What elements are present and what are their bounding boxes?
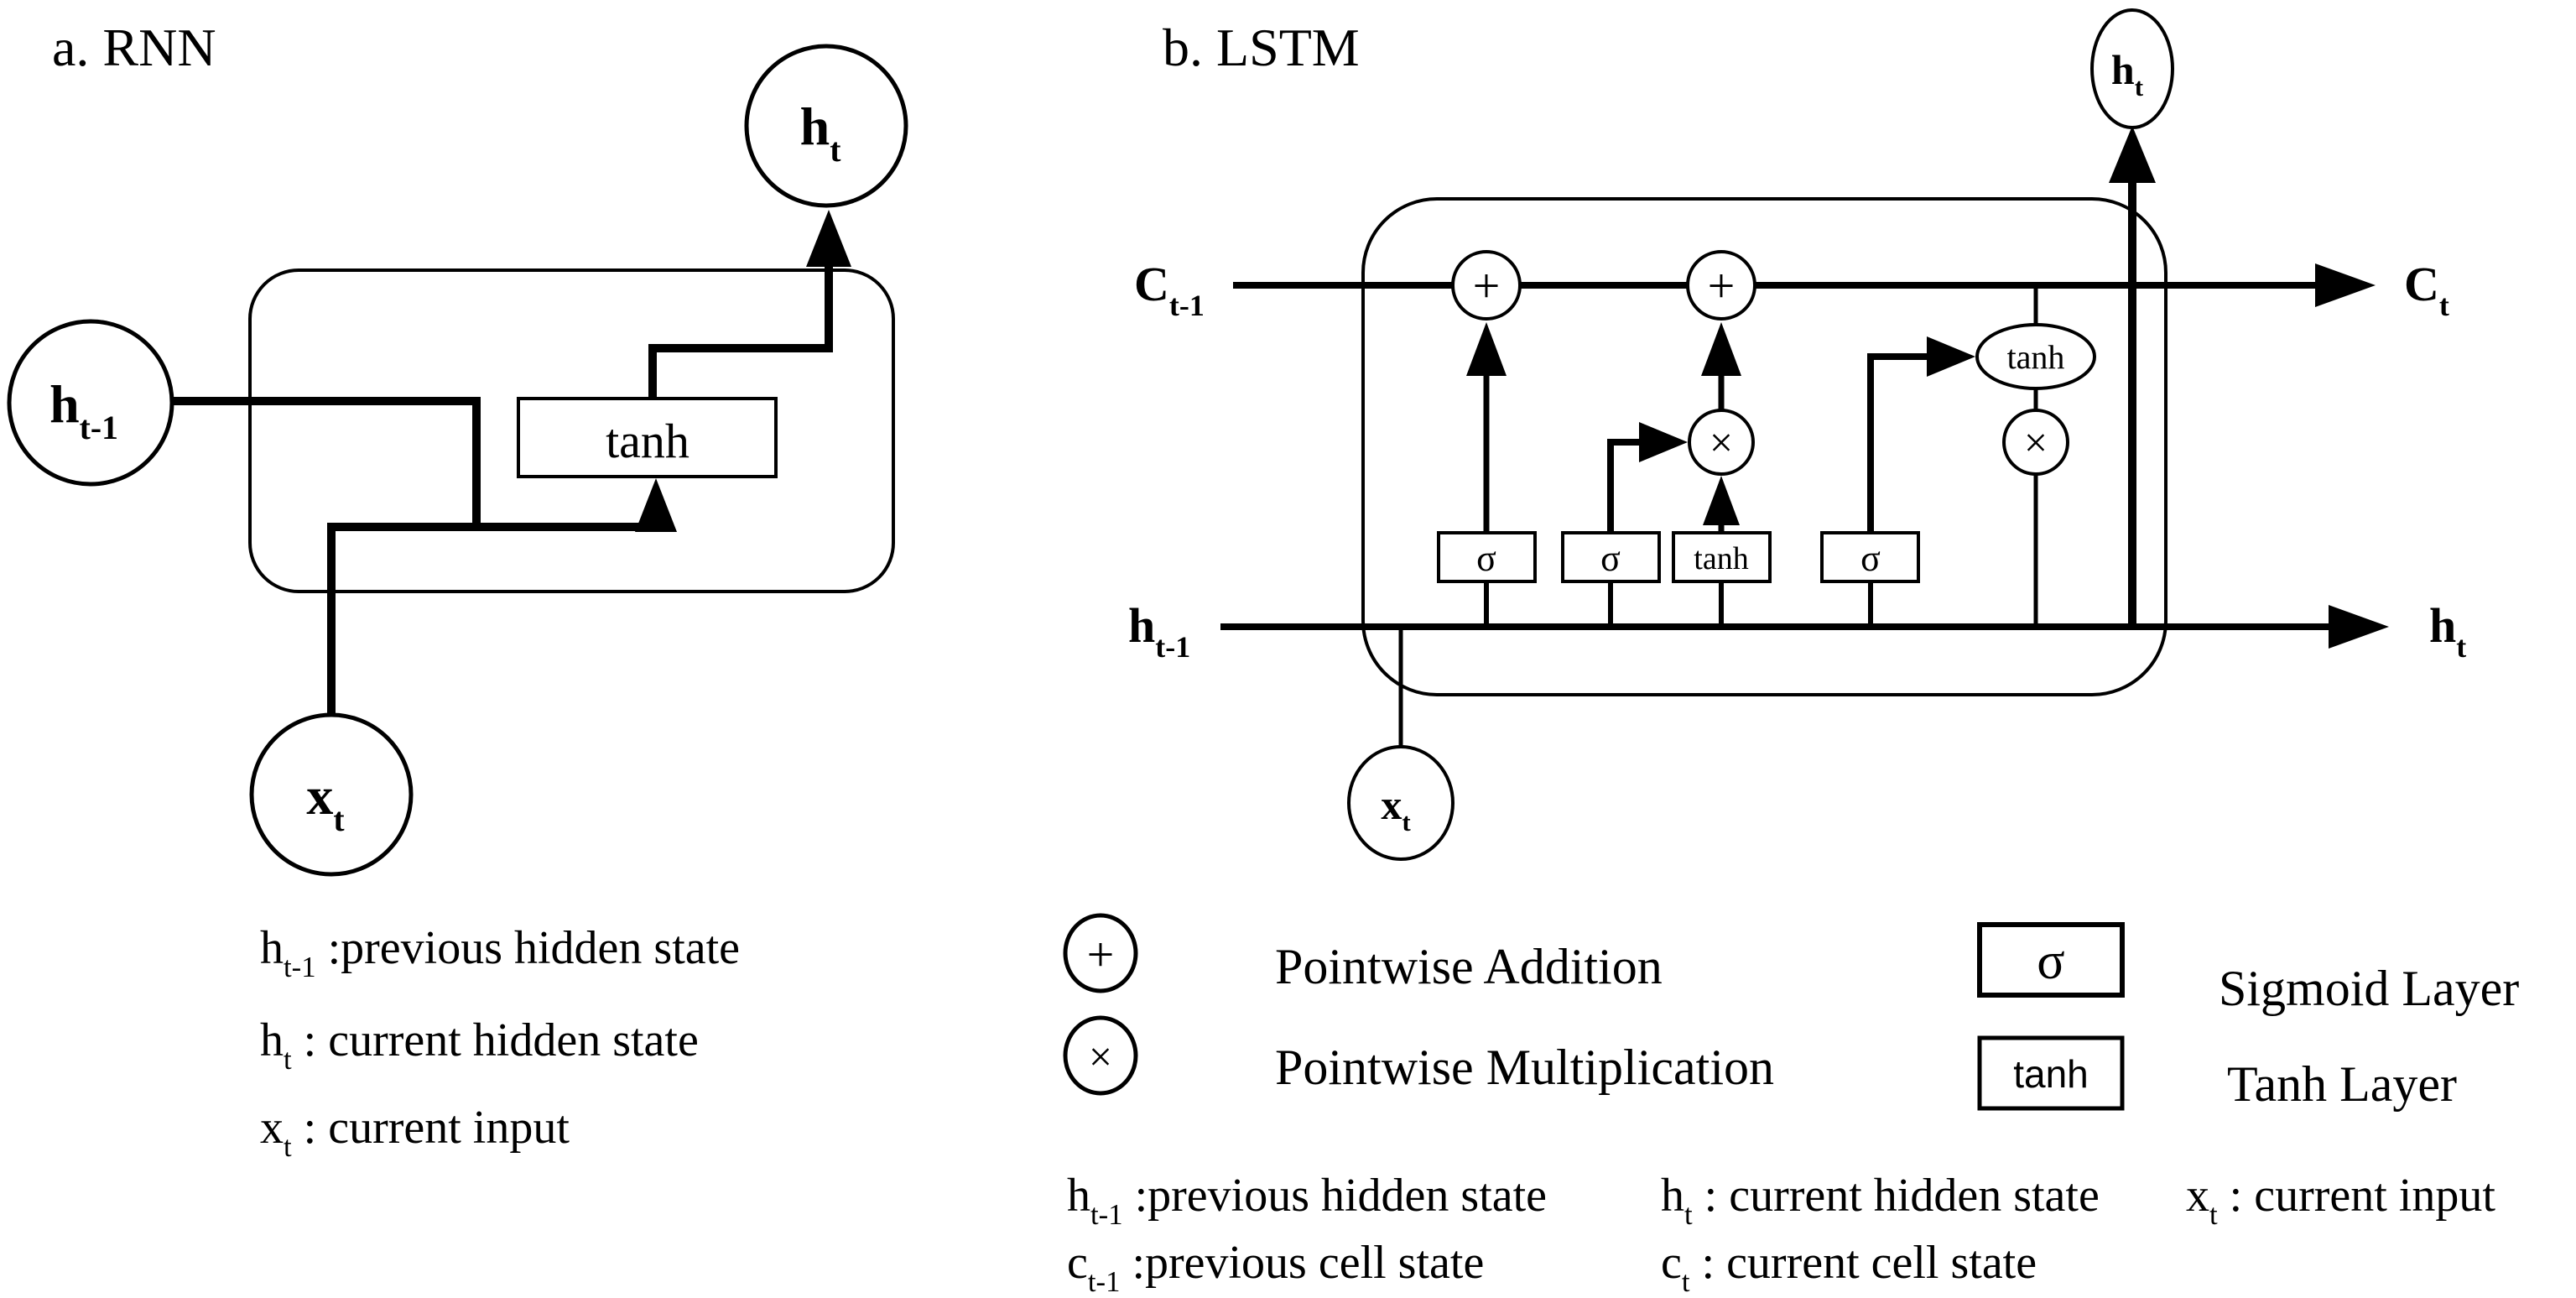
legend-plus-label: Pointwise Addition bbox=[1275, 939, 1663, 994]
legend-tanh-icon bbox=[1977, 1035, 2125, 1111]
legend-times-icon bbox=[1063, 1015, 1138, 1096]
legend-def-h-prev: ht-1 :previous hidden state bbox=[1067, 1170, 1547, 1231]
rnn-legend-line-1: ht-1 :previous hidden state bbox=[260, 922, 740, 983]
legend-sigma-icon bbox=[1977, 922, 2125, 998]
rnn-wire-tanh-out bbox=[648, 262, 833, 397]
lstm-node-h-current-label: ht bbox=[2111, 46, 2144, 102]
lstm-arrowhead-times-left bbox=[1639, 422, 1688, 462]
rnn-legend-line-3: xt : current input bbox=[260, 1102, 570, 1163]
lstm-tanh-box bbox=[1672, 531, 1772, 583]
rnn-node-h-previous bbox=[7, 319, 174, 487]
legend-sigma-label: Sigmoid Layer bbox=[2219, 961, 2519, 1016]
lstm-cell-box bbox=[1361, 197, 2167, 696]
lstm-arrowhead-plus1 bbox=[1466, 322, 1507, 376]
lstm-arrowhead-ht bbox=[2329, 605, 2389, 649]
rnn-arrowhead-into-tanh bbox=[635, 478, 677, 532]
lstm-plus2-circle bbox=[1686, 250, 1756, 321]
lstm-node-h-current bbox=[2090, 8, 2174, 129]
rnn-node-h-current bbox=[744, 44, 908, 208]
lstm-label-h-curr: ht bbox=[2429, 598, 2466, 664]
rnn-wire-xt bbox=[327, 523, 644, 715]
lstm-label-c-curr: Ct bbox=[2404, 257, 2449, 322]
rnn-node-x-current bbox=[249, 712, 414, 877]
rnn-node-h-previous-label: ht-1 bbox=[49, 374, 118, 446]
legend-tanh-symbol: tanh bbox=[2013, 1052, 2089, 1096]
lstm-node-x-current bbox=[1347, 745, 1455, 861]
panel-b-title: b. LSTM bbox=[1163, 18, 1360, 77]
lstm-times2-symbol: × bbox=[2024, 419, 2048, 466]
panel-a-title: a. RNN bbox=[52, 18, 216, 77]
lstm-label-h-prev: ht-1 bbox=[1128, 598, 1190, 664]
lstm-times2-circle bbox=[2002, 409, 2069, 476]
rnn-node-x-current-label: xt bbox=[306, 766, 345, 838]
rnn-wire-hprev bbox=[172, 397, 481, 527]
lstm-plus2-symbol: + bbox=[1708, 258, 1736, 313]
rnn-cell-box bbox=[248, 268, 895, 593]
legend-times-symbol: × bbox=[1089, 1033, 1112, 1080]
lstm-arrowhead-ct bbox=[2315, 263, 2376, 307]
legend-tanh-label: Tanh Layer bbox=[2227, 1056, 2457, 1112]
lstm-arrowhead-ht-up bbox=[2109, 126, 2156, 183]
legend-times-label: Pointwise Multiplication bbox=[1275, 1040, 1774, 1095]
legend-def-x: xt : current input bbox=[2186, 1170, 2495, 1231]
lstm-sigma3-label: σ bbox=[1860, 538, 1881, 579]
lstm-sigma3-box bbox=[1820, 531, 1920, 583]
lstm-tanh-box-label: tanh bbox=[1694, 541, 1748, 576]
lstm-arrowhead-plus2 bbox=[1701, 322, 1741, 376]
panel-lstm: b. LSTM bbox=[1063, 8, 2519, 1298]
lstm-tanh-oval bbox=[1975, 323, 2096, 390]
rnn-tanh-layer-box bbox=[517, 397, 778, 478]
rnn-arrowhead-into-ht bbox=[806, 210, 851, 267]
legend-sigma-symbol: σ bbox=[2037, 933, 2064, 990]
panel-rnn: a. RNN tanh ht ht-1 xt ht-1 :previous hi… bbox=[7, 18, 908, 1163]
lstm-wire-sigma3-tanh bbox=[1867, 353, 1929, 533]
legend-def-c-curr: ct : current cell state bbox=[1661, 1237, 2037, 1298]
legend-plus-symbol: + bbox=[1087, 927, 1115, 982]
lstm-node-x-current-label: xt bbox=[1381, 781, 1411, 837]
rnn-legend: ht-1 :previous hidden state ht : current… bbox=[260, 922, 740, 1163]
lstm-legend: + Pointwise Addition × Pointwise Multipl… bbox=[1063, 913, 2519, 1298]
rnn-legend-line-2: ht : current hidden state bbox=[260, 1014, 699, 1076]
lstm-tanh-oval-label: tanh bbox=[2007, 338, 2065, 376]
lstm-plus1-symbol: + bbox=[1473, 258, 1501, 313]
rnn-node-h-current-label: ht bbox=[800, 96, 842, 169]
lstm-plus1-circle bbox=[1451, 250, 1522, 321]
lstm-sigma2-box bbox=[1561, 531, 1661, 583]
lstm-sigma2-label: σ bbox=[1600, 538, 1621, 579]
lstm-sigma1-box bbox=[1437, 531, 1537, 583]
lstm-times1-symbol: × bbox=[1710, 419, 1733, 466]
lstm-arrowhead-times-bottom bbox=[1703, 476, 1740, 525]
lstm-wire-sigma2-times bbox=[1607, 439, 1642, 533]
lstm-arrowhead-tanh-oval bbox=[1927, 336, 1975, 377]
lstm-sigma1-label: σ bbox=[1476, 538, 1496, 579]
lstm-times1-circle bbox=[1688, 409, 1755, 476]
legend-plus-icon bbox=[1063, 913, 1138, 993]
lstm-label-c-prev: Ct-1 bbox=[1134, 257, 1205, 322]
rnn-tanh-label: tanh bbox=[606, 414, 690, 468]
legend-def-c-prev: ct-1 :previous cell state bbox=[1067, 1237, 1484, 1298]
legend-def-h-curr: ht : current hidden state bbox=[1661, 1170, 2100, 1231]
